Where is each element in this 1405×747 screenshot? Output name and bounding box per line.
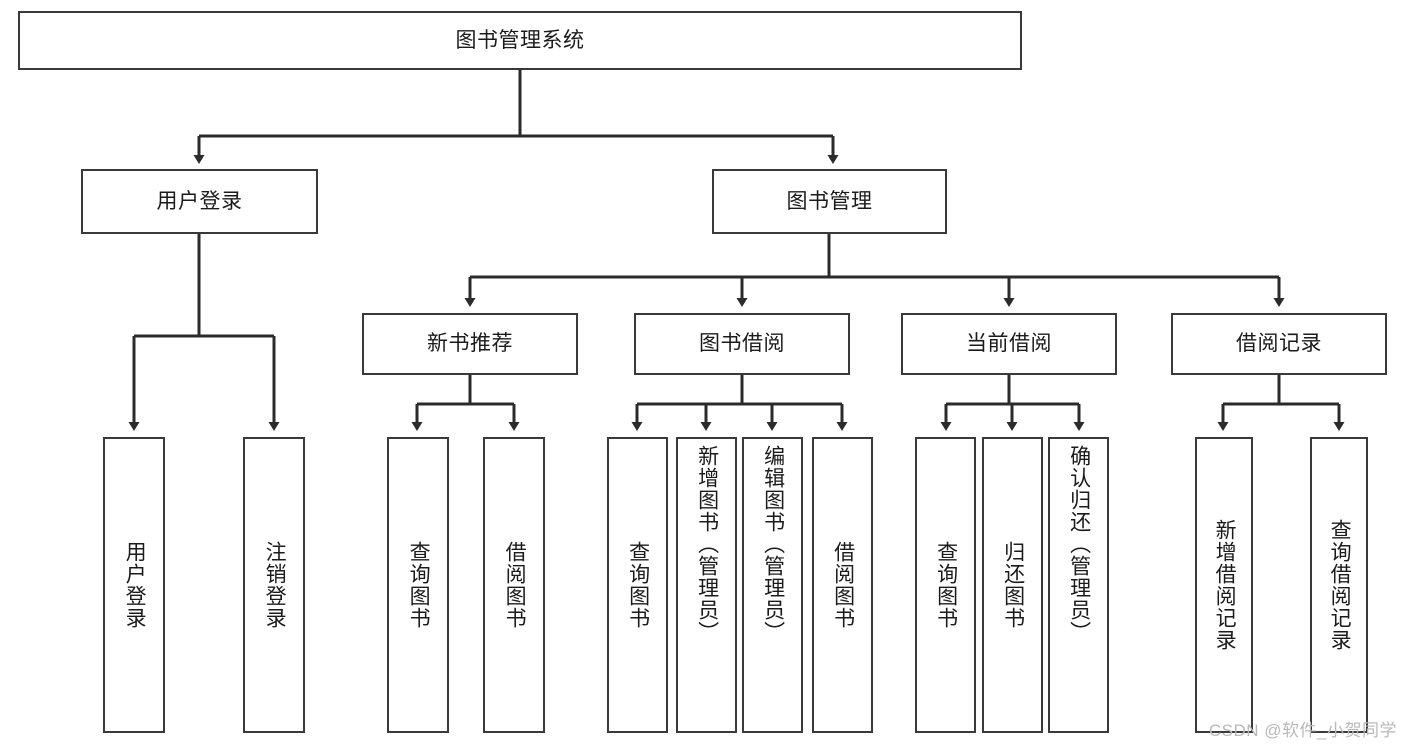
node-leaf-return-book-label: 归还图书 [1001,541,1025,629]
node-leaf-query-book-3-label: 查询图书 [934,541,958,629]
node-leaf-user-login-label: 用户登录 [123,541,147,629]
node-current-borrow-label: 当前借阅 [966,332,1052,356]
node-new-book-recommend-label: 新书推荐 [427,332,513,356]
node-root[interactable]: 图书管理系统 [18,11,1022,70]
node-leaf-query-book-1-label: 查询图书 [407,541,431,629]
node-user-login-label: 用户登录 [156,189,243,213]
node-book-borrow[interactable]: 图书借阅 [634,313,850,375]
node-leaf-confirm-return-label: 确认归还（管理员） [1067,445,1091,643]
node-leaf-borrow-book-2[interactable]: 借阅图书 [812,437,873,733]
node-leaf-user-login[interactable]: 用户登录 [103,437,165,733]
node-leaf-borrow-book-2-label: 借阅图书 [831,541,855,629]
node-leaf-edit-book-label: 编辑图书（管理员） [761,445,785,643]
node-borrow-record[interactable]: 借阅记录 [1171,313,1387,375]
node-leaf-user-logout-label: 注销登录 [263,541,287,629]
node-root-label: 图书管理系统 [455,28,585,52]
node-borrow-record-label: 借阅记录 [1236,332,1322,356]
node-new-book-recommend[interactable]: 新书推荐 [362,313,578,375]
node-current-borrow[interactable]: 当前借阅 [901,313,1117,375]
csdn-watermark: CSDN @软件_小贺同学 [1208,721,1397,740]
node-leaf-borrow-book-1[interactable]: 借阅图书 [483,437,545,733]
node-book-borrow-label: 图书借阅 [699,332,785,356]
node-leaf-query-book-2-label: 查询图书 [626,541,650,629]
node-leaf-query-book-3[interactable]: 查询图书 [915,437,976,733]
node-leaf-add-record[interactable]: 新增借阅记录 [1195,437,1253,733]
node-leaf-edit-book[interactable]: 编辑图书（管理员） [742,437,803,733]
node-leaf-return-book[interactable]: 归还图书 [982,437,1043,733]
node-leaf-add-book[interactable]: 新增图书（管理员） [676,437,737,733]
node-book-manage-label: 图书管理 [786,189,873,213]
node-leaf-query-record[interactable]: 查询借阅记录 [1310,437,1368,733]
node-leaf-query-record-label: 查询借阅记录 [1328,519,1352,651]
node-leaf-confirm-return[interactable]: 确认归还（管理员） [1048,437,1109,733]
node-leaf-add-record-label: 新增借阅记录 [1213,519,1237,651]
node-leaf-add-book-label: 新增图书（管理员） [695,445,719,643]
node-book-manage[interactable]: 图书管理 [712,169,947,234]
node-user-login[interactable]: 用户登录 [81,169,318,234]
node-leaf-query-book-1[interactable]: 查询图书 [387,437,449,733]
node-leaf-borrow-book-1-label: 借阅图书 [503,541,527,629]
node-leaf-user-logout[interactable]: 注销登录 [243,437,305,733]
node-leaf-query-book-2[interactable]: 查询图书 [607,437,668,733]
